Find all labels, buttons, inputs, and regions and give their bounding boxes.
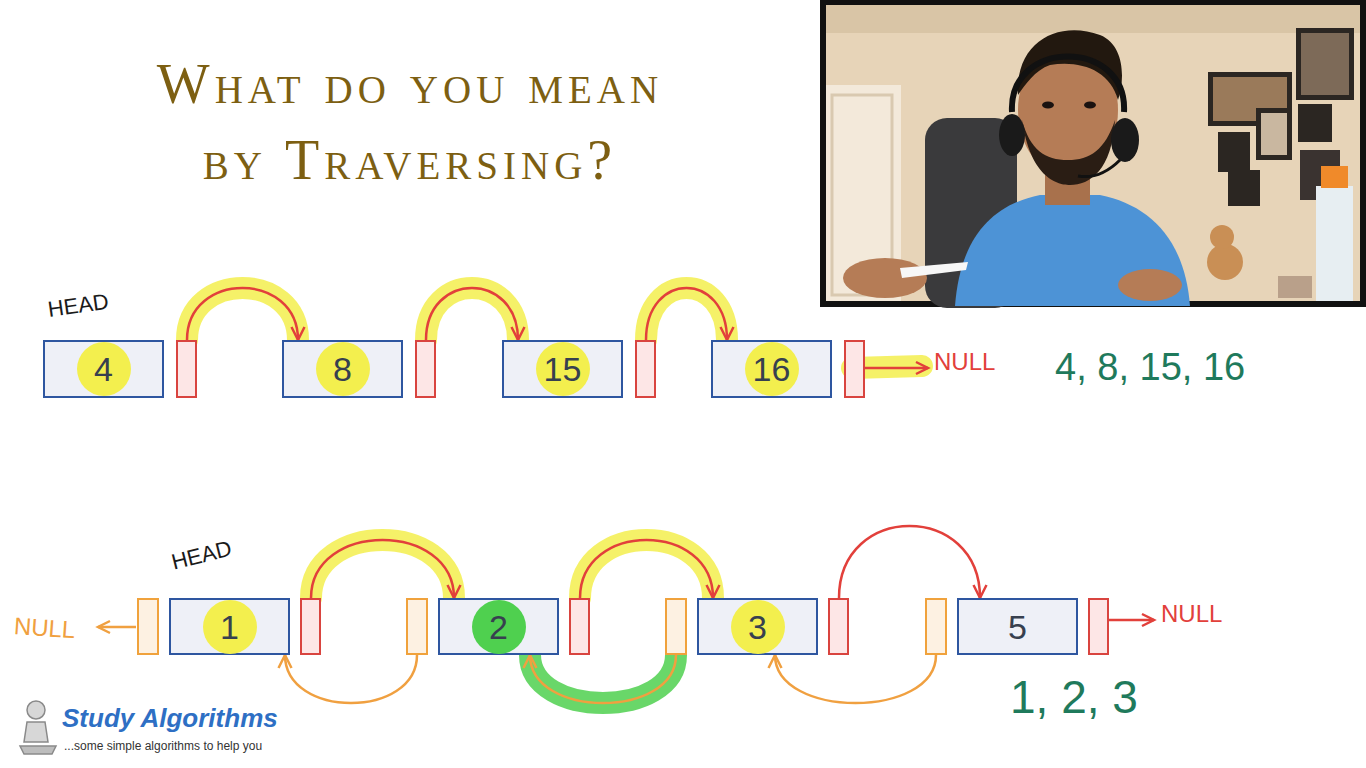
traversal-output: 4, 8, 15, 16 xyxy=(1055,346,1245,389)
data-box: 5 xyxy=(957,598,1078,655)
node-value: 4 xyxy=(77,342,131,396)
list-node: 4 xyxy=(43,340,197,398)
prev-pointer-box xyxy=(137,598,159,655)
prev-pointer-box xyxy=(925,598,947,655)
pointer-arrow xyxy=(524,655,677,703)
list-node: 15 xyxy=(502,340,656,398)
data-box: 3 xyxy=(697,598,818,655)
list-node: 16 xyxy=(711,340,865,398)
data-box: 1 xyxy=(169,598,290,655)
pointer-arrow xyxy=(580,540,720,598)
node-value: 3 xyxy=(731,600,785,654)
node-value: 16 xyxy=(745,342,799,396)
head-label: HEAD xyxy=(46,289,110,323)
null-label: NULL xyxy=(934,348,995,376)
null-label: NULL xyxy=(1161,600,1222,628)
title: What do you mean by Traversing? xyxy=(130,46,690,198)
node-value: 15 xyxy=(536,342,590,396)
pointer-arrow xyxy=(769,655,937,703)
node-value: 8 xyxy=(316,342,370,396)
pointer-arrow xyxy=(187,288,305,340)
data-box: 4 xyxy=(43,340,164,398)
next-pointer-box xyxy=(828,598,849,655)
pointer-arrow xyxy=(279,655,418,703)
prev-pointer-box xyxy=(406,598,428,655)
pointer-arrow xyxy=(426,288,525,340)
next-pointer-box xyxy=(569,598,590,655)
node-value: 1 xyxy=(203,600,257,654)
next-pointer-box xyxy=(635,340,656,398)
pointer-arrow xyxy=(646,288,734,340)
list-node: 8 xyxy=(282,340,436,398)
data-box: 8 xyxy=(282,340,403,398)
logo-text: Study Algorithms xyxy=(62,703,278,734)
logo-figure xyxy=(20,701,56,754)
null-arrows xyxy=(98,362,1154,633)
null-label: NULL xyxy=(13,612,76,644)
next-pointer-box xyxy=(1088,598,1109,655)
node-value: 2 xyxy=(472,600,526,654)
next-pointer-box xyxy=(844,340,865,398)
data-box: 15 xyxy=(502,340,623,398)
next-pointer-box xyxy=(415,340,436,398)
pointer-arrow xyxy=(311,540,461,598)
list-node: 1 xyxy=(137,598,321,655)
list-node: 3 xyxy=(665,598,849,655)
next-pointer-box xyxy=(176,340,197,398)
webcam-frame xyxy=(820,0,1366,308)
list-node: 2 xyxy=(406,598,590,655)
traversal-output: 1, 2, 3 xyxy=(1010,670,1138,724)
node-value: 5 xyxy=(991,600,1045,654)
data-box: 16 xyxy=(711,340,832,398)
head-label: HEAD xyxy=(169,536,235,576)
logo-tagline: ...some simple algorithms to help you xyxy=(64,739,262,753)
pointer-arrow xyxy=(839,526,987,598)
next-pointer-box xyxy=(300,598,321,655)
list-node: 5 xyxy=(925,598,1109,655)
data-box: 2 xyxy=(438,598,559,655)
prev-pointer-box xyxy=(665,598,687,655)
